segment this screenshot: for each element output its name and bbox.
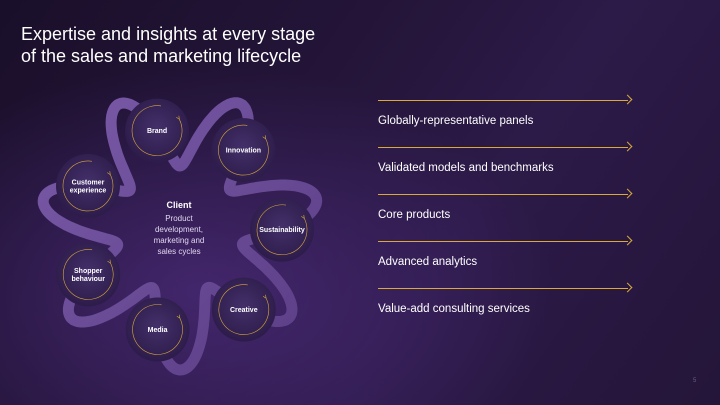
center-text: Client Product development, marketing and s… — [154, 200, 205, 256]
offering-item: Value-add consulting services — [378, 282, 633, 331]
stage-node: Creative — [211, 277, 276, 342]
offering-label: Globally-representative panels — [378, 115, 534, 127]
circular-arrow-icon — [132, 304, 183, 355]
stage-nodes: BrandInnovationSustainabilityCreativeMed… — [55, 98, 314, 362]
stage-label: Shopper — [74, 268, 103, 275]
stage-label: Customer — [72, 179, 105, 186]
center-description: Product development, marketing and sales cy… — [154, 214, 205, 256]
center-description-line: Product — [165, 214, 193, 223]
arrow-right-icon — [622, 188, 633, 199]
arrow-head-icon — [301, 214, 305, 220]
title-line-2: of the sales and marketing lifecycle — [21, 46, 302, 66]
arrow-head-icon — [107, 171, 111, 176]
center-title: Client — [166, 200, 191, 210]
stage-label: Brand — [147, 128, 167, 135]
title-line-1: Expertise and insights at every stage — [21, 24, 316, 44]
stage-node: Media — [125, 297, 190, 362]
divider-line — [378, 147, 628, 148]
arrow-right-icon — [622, 141, 633, 152]
stage-label: Creative — [230, 307, 258, 314]
offering-item: Core products — [378, 188, 633, 237]
slide-title: Expertise and insights at every stage of… — [21, 23, 351, 67]
offering-item: Advanced analytics — [378, 235, 633, 284]
arrow-right-icon — [622, 282, 633, 293]
stage-label: Sustainability — [259, 227, 305, 234]
arrow-right-icon — [622, 235, 633, 246]
offering-label: Core products — [378, 209, 451, 221]
circular-arrow-icon — [62, 249, 114, 300]
arrow-head-icon — [262, 135, 267, 140]
circular-arrow-icon — [256, 204, 308, 255]
circular-arrow-icon — [218, 284, 270, 335]
center-description-line: marketing and — [154, 236, 205, 245]
offering-item: Validated models and benchmarks — [378, 141, 633, 190]
stage-node: Sustainability — [249, 197, 314, 262]
arrow-head-icon — [107, 259, 111, 264]
stage-node-circle — [125, 297, 190, 362]
offering-label: Value-add consulting services — [378, 303, 530, 315]
stage-node-circle — [56, 242, 121, 307]
divider-line — [378, 194, 628, 195]
divider-line — [378, 241, 628, 242]
stage-node: Innovation — [211, 118, 276, 183]
stage-node-circle — [211, 277, 276, 342]
stage-label: Media — [148, 327, 168, 334]
center-description-line: development, — [155, 225, 203, 234]
stage-node: Brand — [125, 98, 190, 163]
ribbon-path — [37, 97, 323, 376]
divider-line — [378, 288, 628, 289]
arrow-right-icon — [622, 94, 633, 105]
stage-node-circle — [125, 98, 190, 163]
circular-arrow-icon — [131, 105, 183, 156]
stage-node-circle — [211, 118, 276, 183]
arrow-head-icon — [176, 314, 181, 319]
stage-label: experience — [70, 187, 107, 194]
circular-arrow-icon — [62, 160, 114, 212]
arrow-head-icon — [262, 294, 267, 299]
center-description-line: sales cycles — [157, 247, 200, 256]
offering-item: Globally-representative panels — [378, 94, 633, 143]
offering-label: Validated models and benchmarks — [378, 162, 554, 174]
lifecycle-diagram: BrandInnovationSustainabilityCreativeMed… — [37, 97, 323, 376]
stage-node-circle — [55, 153, 120, 218]
divider-line — [378, 100, 628, 101]
circular-arrow-icon — [218, 124, 269, 176]
page-number: 5 — [693, 378, 697, 384]
stage-label: Innovation — [226, 148, 261, 155]
stage-node-circle — [249, 197, 314, 262]
arrow-head-icon — [176, 115, 180, 120]
stage-label: behaviour — [71, 276, 105, 283]
offering-label: Advanced analytics — [378, 256, 478, 268]
